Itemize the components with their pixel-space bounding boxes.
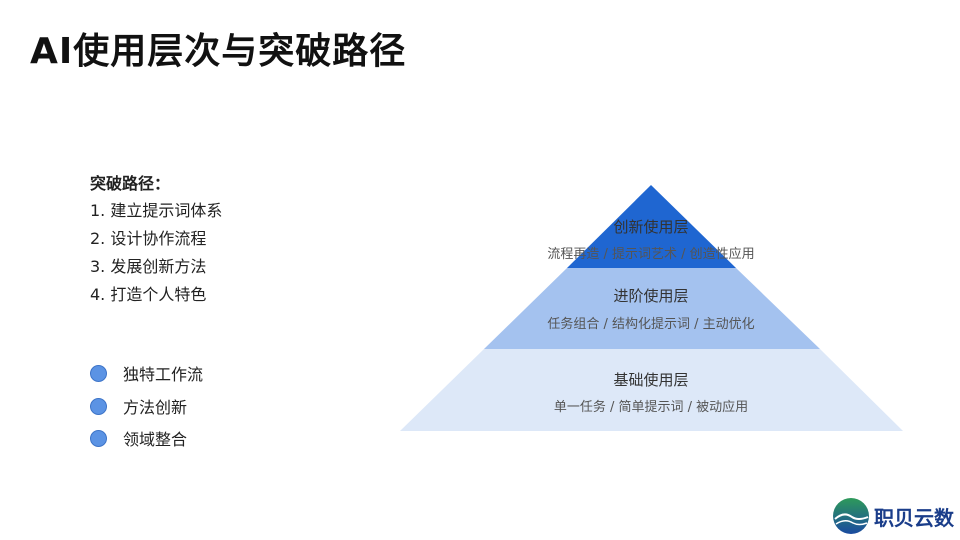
pyramid-tier-top (567, 185, 736, 268)
logo-text: 职贝云数 (874, 505, 954, 530)
logo-wave-icon (833, 498, 869, 534)
pyramid-tier-middle (484, 268, 820, 349)
step-item: 3. 发展创新方法 (90, 257, 207, 276)
step-item: 1. 建立提示词体系 (90, 201, 223, 220)
page-title: AI使用层次与突破路径 (30, 31, 407, 72)
feature-item: 领域整合 (90, 426, 187, 450)
tier-subtitle-bottom: 单一任务 / 简单提示词 / 被动应用 (553, 400, 749, 415)
tier-subtitle-middle: 任务组合 / 结构化提示词 / 主动优化 (547, 317, 755, 332)
feature-label: 领域整合 (123, 430, 188, 449)
tier-subtitle-top: 流程再造 / 提示词艺术 / 创造性应用 (547, 247, 755, 262)
feature-label: 方法创新 (123, 398, 188, 417)
company-logo: 职贝云数 (832, 497, 954, 535)
breakthrough-heading: 突破路径： (90, 174, 171, 193)
bullet-dot-icon (90, 397, 107, 415)
feature-label: 独特工作流 (123, 365, 204, 384)
step-item: 2. 设计协作流程 (90, 229, 207, 248)
feature-item: 独特工作流 (90, 361, 203, 385)
pyramid-tier-bottom (400, 349, 903, 431)
bullet-dot-icon (90, 429, 107, 447)
tier-title-middle: 进阶使用层 (613, 287, 689, 305)
bullet-dot-icon (90, 364, 107, 382)
step-item: 4. 打造个人特色 (90, 285, 207, 304)
feature-item: 方法创新 (90, 394, 187, 418)
tier-title-bottom: 基础使用层 (613, 371, 689, 389)
tier-title-top: 创新使用层 (613, 218, 689, 236)
